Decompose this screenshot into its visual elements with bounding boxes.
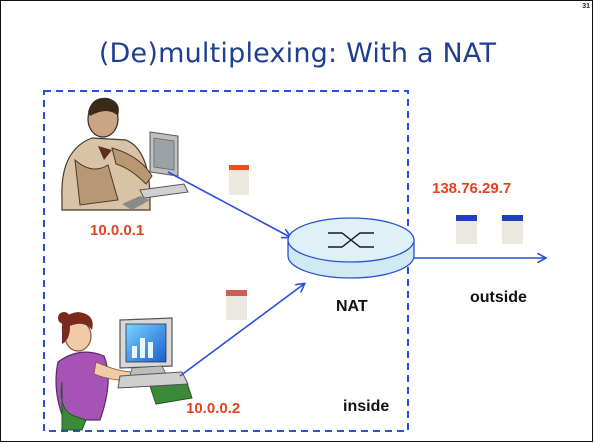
host1-ip-label: 10.0.0.1 bbox=[90, 222, 145, 239]
man-at-computer-icon bbox=[61, 97, 189, 211]
router-icon bbox=[287, 217, 415, 279]
page-number: 31 bbox=[582, 3, 590, 10]
outside-label: outside bbox=[470, 289, 527, 306]
inside-label: inside bbox=[343, 398, 390, 415]
packet-host2 bbox=[226, 290, 247, 320]
host2-to-nat-arrow bbox=[179, 284, 304, 377]
host1-to-nat-arrow bbox=[167, 171, 290, 237]
woman-at-computer-icon bbox=[55, 312, 193, 431]
packet-outside-1 bbox=[456, 215, 477, 244]
packet-host1 bbox=[229, 165, 249, 195]
packet-outside-2 bbox=[502, 215, 523, 244]
slide-title: (De)multiplexing: With a NAT bbox=[98, 38, 497, 69]
host2-ip-label: 10.0.0.2 bbox=[186, 400, 241, 417]
nat-label: NAT bbox=[336, 298, 368, 315]
public-ip-label: 138.76.29.7 bbox=[432, 180, 512, 197]
